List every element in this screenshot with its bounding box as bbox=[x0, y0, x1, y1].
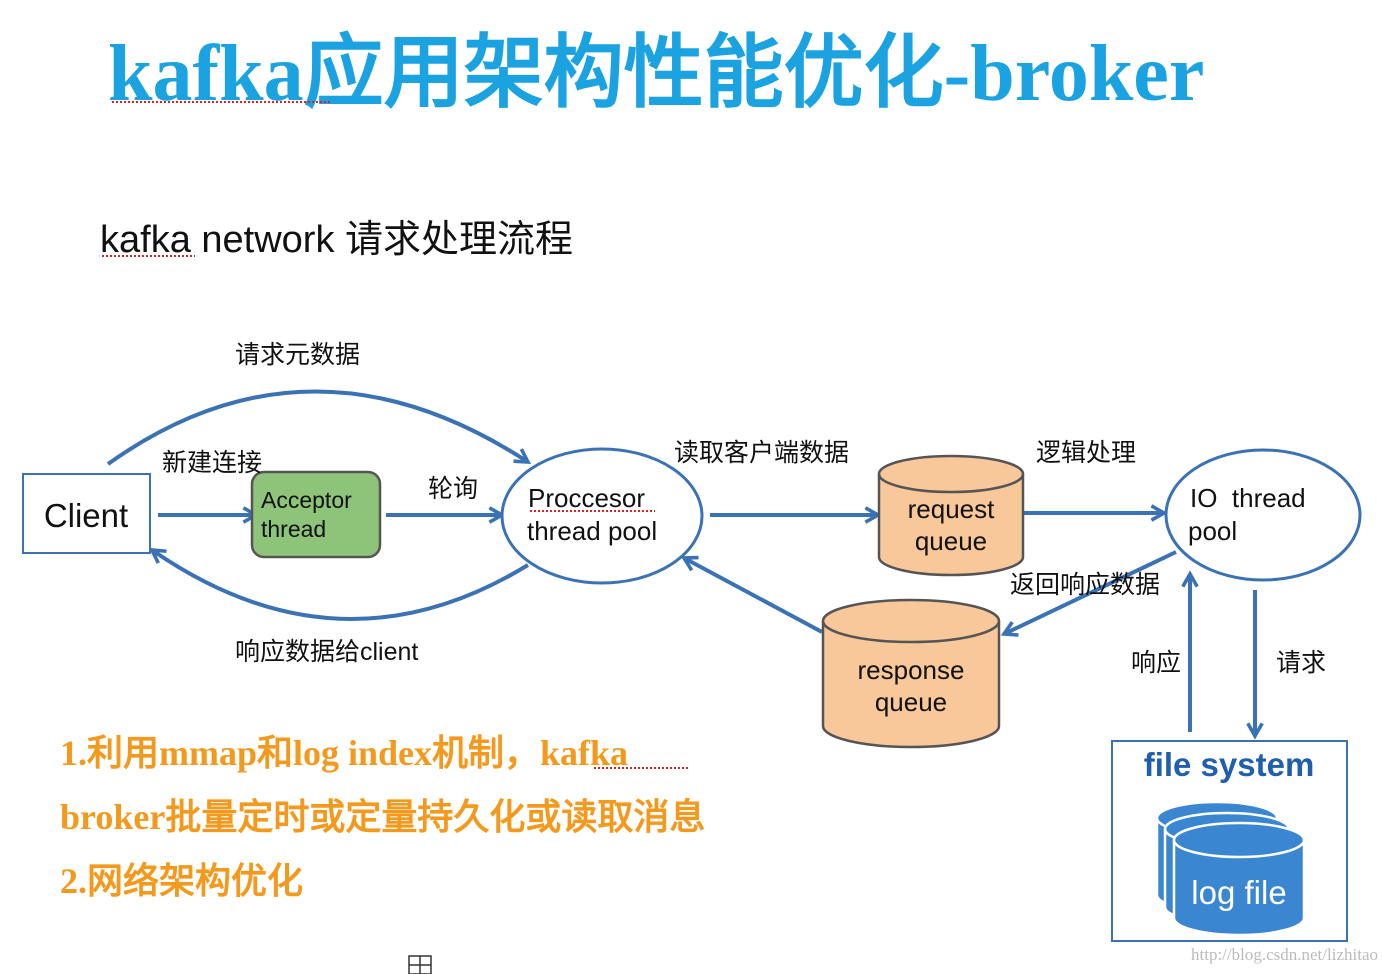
processor-node: Proccesor thread pool bbox=[500, 447, 704, 585]
arrow-response-queue-to-processor bbox=[680, 555, 823, 634]
response-queue-node: response queue bbox=[821, 598, 1001, 749]
edge-label-read-client-data: 读取客户端数据 bbox=[674, 439, 849, 467]
client-label: Client bbox=[44, 497, 128, 534]
diagram-subtitle: kafka network 请求处理流程 bbox=[100, 219, 573, 261]
edge-label-response-to-client: 响应数据给client bbox=[235, 638, 418, 666]
processor-label-line2: thread pool bbox=[527, 516, 657, 546]
acceptor-label-line1: Acceptor bbox=[261, 487, 352, 513]
edge-label-logic-processing: 逻辑处理 bbox=[1036, 439, 1136, 467]
io-pool-label-line2: pool bbox=[1188, 516, 1237, 546]
edge-label-poll: 轮询 bbox=[428, 475, 478, 503]
edge-label-fs-response: 响应 bbox=[1131, 649, 1181, 677]
watermark: http://blog.csdn.net/lizhitao bbox=[1191, 945, 1378, 964]
edge-label-request-metadata: 请求元数据 bbox=[235, 341, 360, 369]
note-line-2: broker批量定时或定量持久化或读取消息 bbox=[60, 797, 705, 837]
request-queue-node: request queue bbox=[877, 454, 1025, 577]
note-line-1: 1.利用mmap和log index机制，kafka bbox=[60, 733, 628, 773]
file-system-node: file system log file bbox=[1111, 740, 1348, 942]
processor-label-line1: Proccesor bbox=[528, 483, 645, 513]
edge-label-new-connection: 新建连接 bbox=[162, 449, 262, 477]
log-file-label: log file bbox=[1191, 874, 1286, 911]
arrow-response-to-client bbox=[149, 547, 530, 621]
client-node: Client bbox=[22, 473, 151, 554]
edge-label-return-response-data: 返回响应数据 bbox=[1010, 571, 1160, 599]
page-title: kafka应用架构性能优化-broker bbox=[108, 30, 1204, 118]
response-queue-label-line1: response bbox=[858, 655, 965, 685]
acceptor-label-line2: thread bbox=[261, 516, 326, 542]
arrow-io-pool-to-response-queue bbox=[1000, 550, 1177, 637]
acceptor-node: Acceptor thread bbox=[250, 470, 382, 559]
table-anchor-icon bbox=[408, 955, 432, 974]
log-file-cylinder-front bbox=[1172, 821, 1306, 937]
request-queue-label-line1: request bbox=[908, 494, 995, 524]
arrow-request-metadata bbox=[106, 389, 532, 466]
edge-label-fs-request: 请求 bbox=[1276, 649, 1326, 677]
response-queue-label-line2: queue bbox=[875, 687, 947, 717]
file-system-label: file system bbox=[1144, 746, 1315, 783]
io-thread-pool-node: IO thread pool bbox=[1164, 448, 1362, 582]
io-pool-label-line1: IO thread bbox=[1190, 483, 1306, 513]
note-line-3: 2.网络架构优化 bbox=[60, 860, 303, 901]
request-queue-label-line2: queue bbox=[915, 526, 987, 556]
